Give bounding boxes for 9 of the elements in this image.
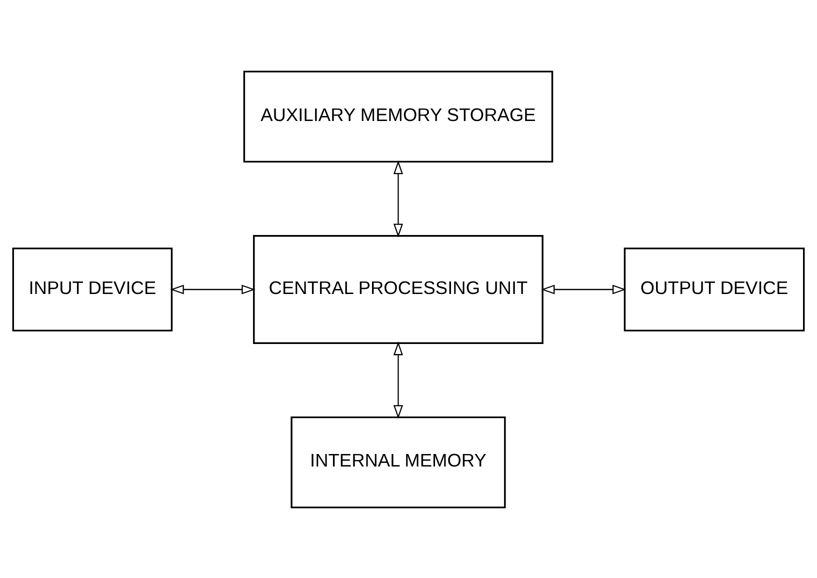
arrow bbox=[170, 284, 256, 294]
arrow bbox=[393, 340, 404, 418]
node-box: INPUT DEVICE bbox=[12, 247, 173, 331]
arrow bbox=[540, 284, 626, 294]
node-box: AUXILIARY MEMORY STORAGE bbox=[243, 70, 554, 162]
arrow bbox=[393, 160, 404, 237]
node-box: CENTRAL PROCESSING UNIT bbox=[253, 234, 544, 344]
node-box: INTERNAL MEMORY bbox=[290, 416, 506, 508]
node-box: OUTPUT DEVICE bbox=[624, 247, 805, 331]
